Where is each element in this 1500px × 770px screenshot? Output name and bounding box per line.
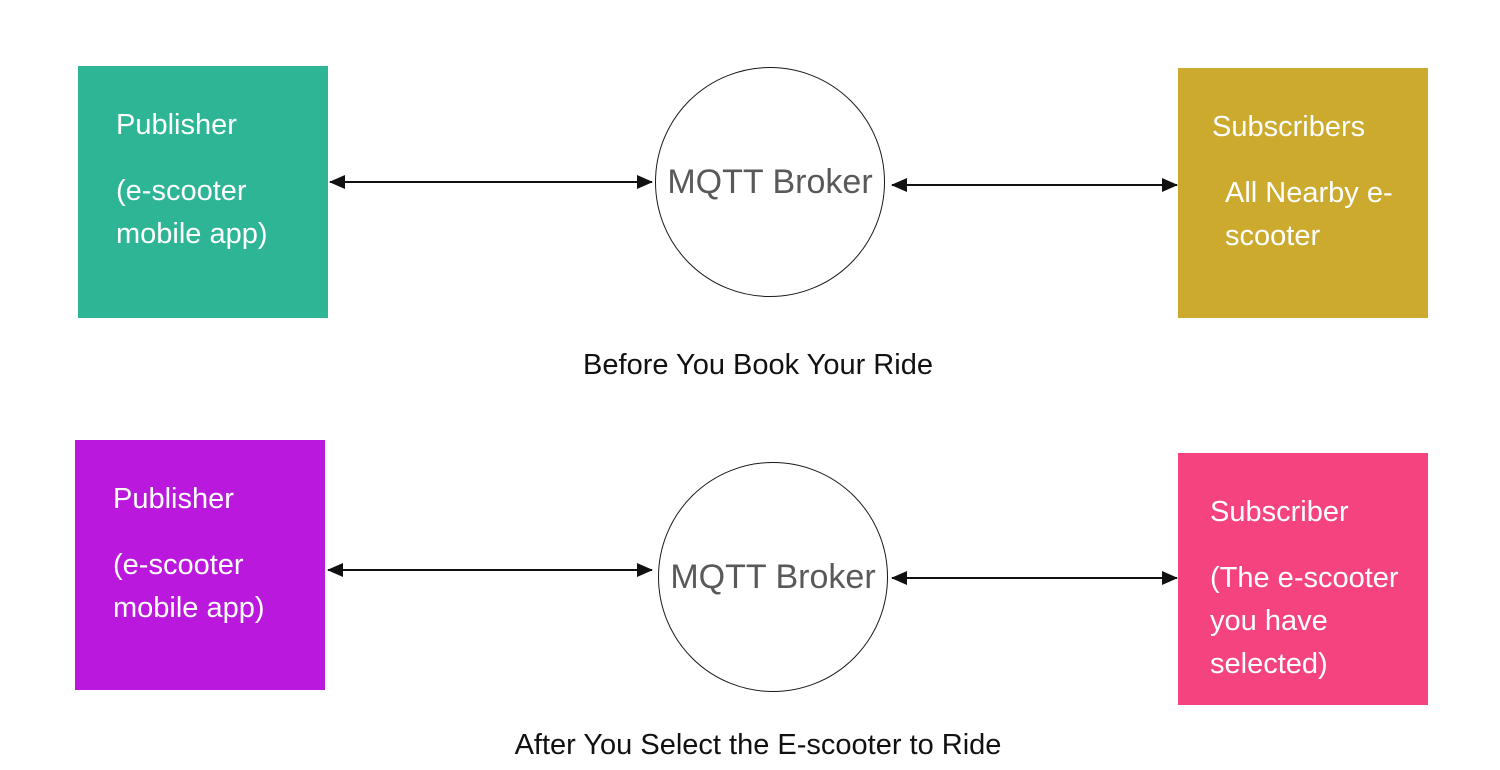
publisher-box-after: Publisher (e-scooter mobile app) bbox=[75, 440, 325, 690]
publisher-title: Publisher bbox=[116, 109, 237, 141]
publisher-box-before: Publisher (e-scooter mobile app) bbox=[78, 66, 328, 318]
mqtt-broker-label: MQTT Broker bbox=[667, 162, 873, 201]
subscriber-box-after: Subscriber (The e-scooter you have selec… bbox=[1178, 453, 1428, 705]
subscriber-title: Subscriber bbox=[1210, 496, 1349, 528]
bidirectional-arrow bbox=[327, 563, 653, 577]
bidirectional-arrow bbox=[329, 175, 653, 189]
publisher-subtitle: (e-scooter mobile app) bbox=[113, 548, 265, 624]
bidirectional-arrow bbox=[891, 571, 1178, 585]
diagram-caption-after: After You Select the E-scooter to Ride bbox=[514, 729, 1002, 761]
mqtt-broker-node-before: MQTT Broker bbox=[655, 67, 885, 297]
bidirectional-arrow bbox=[891, 178, 1178, 192]
mqtt-broker-node-after: MQTT Broker bbox=[658, 462, 888, 692]
mqtt-broker-label: MQTT Broker bbox=[670, 557, 876, 596]
publisher-subtitle: (e-scooter mobile app) bbox=[116, 174, 268, 250]
diagram-caption-before: Before You Book Your Ride bbox=[583, 349, 933, 381]
publisher-title: Publisher bbox=[113, 483, 234, 515]
subscriber-subtitle: (The e-scooter you have selected) bbox=[1210, 561, 1399, 680]
subscriber-title: Subscribers bbox=[1212, 111, 1366, 143]
subscriber-subtitle: All Nearby e-scooter bbox=[1225, 176, 1393, 252]
subscriber-box-before: Subscribers All Nearby e-scooter bbox=[1178, 68, 1428, 318]
